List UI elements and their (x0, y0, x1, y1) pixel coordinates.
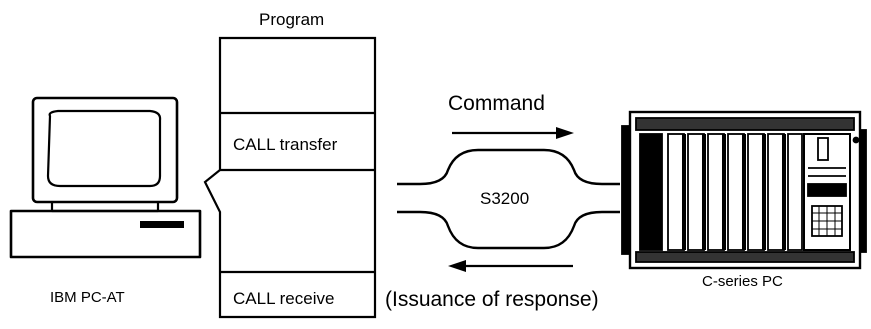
cpu-unit (803, 133, 851, 251)
rack-top-rail (635, 117, 855, 131)
program-block (203, 36, 377, 319)
io-slot (707, 133, 725, 251)
monitor-stand (50, 200, 160, 213)
drive-slot-icon (140, 221, 184, 228)
response-arrow-icon (448, 260, 573, 272)
ibm-pc-at-icon (9, 96, 202, 259)
system-unit (9, 209, 202, 259)
s3200-label: S3200 (480, 189, 529, 208)
s3200-link-shape (397, 148, 620, 250)
cpu-status-panel (807, 183, 847, 197)
program-outline (203, 36, 377, 319)
rack-right-bracket (859, 129, 867, 253)
program-title: Program (259, 10, 324, 29)
c-series-pc-label: C-series PC (702, 273, 783, 290)
monitor-screen (46, 109, 162, 188)
monitor-housing (31, 96, 179, 204)
command-arrow-icon (452, 127, 574, 139)
io-slot (787, 133, 803, 251)
rack-left-bracket (621, 125, 631, 255)
command-label: Command (448, 92, 545, 115)
rack-bottom-rail (635, 251, 855, 263)
response-label: (Issuance of response) (385, 288, 599, 311)
io-slot (667, 133, 685, 251)
ibm-pc-at-label: IBM PC-AT (50, 289, 125, 306)
power-supply-unit (639, 133, 663, 251)
call-receive-label: CALL receive (233, 289, 334, 308)
io-slot (747, 133, 765, 251)
io-slot (727, 133, 745, 251)
indicator-led (852, 136, 860, 144)
link-upper-edge (397, 148, 620, 186)
call-transfer-label: CALL transfer (233, 135, 338, 154)
io-slot (767, 133, 785, 251)
link-lower-edge (397, 210, 620, 250)
io-module-slots (667, 133, 803, 251)
io-slot (687, 133, 705, 251)
cpu-connector (817, 137, 829, 161)
c-series-pc-icon (621, 110, 867, 270)
